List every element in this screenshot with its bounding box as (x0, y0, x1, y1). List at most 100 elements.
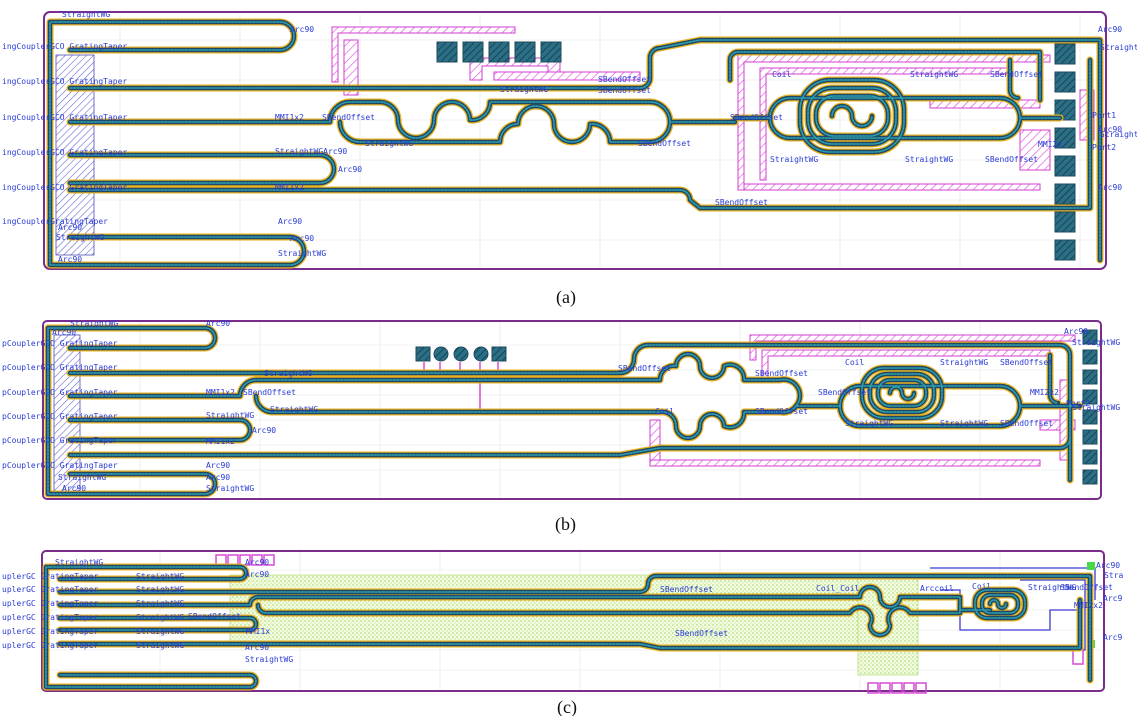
label: ingCouplerGCO GratingTaper (2, 183, 127, 192)
label: ingCouplerGCO GratingTaper (2, 42, 127, 51)
label: uplerGC GratingTaper (2, 585, 99, 594)
label: SBendOffset (675, 629, 728, 638)
label: Arc90 (1064, 327, 1088, 336)
panel-a-frame (43, 11, 1107, 270)
label: Coil (772, 70, 791, 79)
label: MMI1x2 (275, 113, 304, 122)
label: SBendOffset (755, 369, 808, 378)
label: Arc90 (206, 319, 230, 328)
label: uplerGC GratingTaper (2, 641, 99, 650)
panel-c-frame (41, 550, 1105, 692)
label: Stra (1104, 571, 1123, 580)
label: pCouplerGCO GratingTaper (2, 412, 118, 421)
label: ingCouplerGCO GratingTaper (2, 148, 127, 157)
label: StraightWG (270, 405, 318, 414)
label: Coil_Coil (816, 584, 860, 593)
label: StraightWG (62, 10, 110, 19)
label: Arc90 (1098, 25, 1122, 34)
label: Arc90 (58, 223, 82, 232)
label: SBendOffset (322, 113, 375, 122)
label: StraightWG (136, 585, 184, 594)
label: SBendOffset (730, 113, 783, 122)
panel-c-labels: StraightWG uplerGC GratingTaper uplerGC … (2, 558, 1123, 664)
label: uplerGC GratingTaper (2, 599, 99, 608)
label: StraightWG (58, 473, 106, 482)
label: StraightWG (1028, 583, 1076, 592)
waveguide-layer (47, 327, 1081, 495)
label: Arc9 (1103, 594, 1122, 603)
label: Arc90 (206, 473, 230, 482)
panel-a-waveguides (46, 18, 1104, 269)
label: SBendOffset (243, 388, 296, 397)
label: MMI1x2 (206, 388, 235, 397)
label: Arccoil (920, 584, 954, 593)
label: SBendOffset (1000, 358, 1053, 367)
label: Arc90 (1098, 183, 1122, 192)
label: SBendOffset (660, 585, 713, 594)
label: Arc90 (1096, 561, 1120, 570)
panel-a-pads-top (436, 41, 562, 63)
label: MMI2x (1038, 140, 1062, 149)
label: SBendOffset (818, 388, 871, 397)
label: MMI2x2 (1074, 601, 1103, 610)
panel-b-pads-right (1082, 329, 1098, 485)
label: Coil (972, 582, 991, 591)
label: SBendOffset (715, 198, 768, 207)
label: Arc90 (252, 426, 276, 435)
label: StraightWG (70, 319, 118, 328)
label: StraightWG (56, 233, 104, 242)
label: Coil (655, 407, 674, 416)
label: StraightWG (136, 641, 184, 650)
label: SBendOffset (638, 139, 691, 148)
label: StraightWG (1072, 338, 1120, 347)
label: uplerGC GratingTaper (2, 572, 99, 581)
label: StraightWG (845, 419, 893, 428)
label: pCouplerGCO GratingTaper (2, 388, 118, 397)
label: Arc90 (290, 234, 314, 243)
label: StraightWG (910, 70, 958, 79)
label: StraightWG (206, 484, 254, 493)
label: pCouplerGCO GratingTaper (2, 461, 118, 470)
label: pCouplerGCO GratingTaper (2, 339, 118, 348)
label: StraightWG (55, 558, 103, 567)
label: SBendOffset (618, 364, 671, 373)
caption-b: (b) (555, 514, 576, 535)
label: SBendOffset (598, 86, 651, 95)
label: StraightWG (264, 369, 312, 378)
label: SBendOffset (985, 155, 1038, 164)
label: ingCouplerGCO GratingTaper (2, 113, 127, 122)
label: StraightWG (770, 155, 818, 164)
label: StraightWG (940, 419, 988, 428)
label: MMI2x2 (1030, 388, 1059, 397)
label: StraightWG (136, 572, 184, 581)
panel-c-waveguides (42, 563, 1094, 691)
label: MMI1x (246, 627, 270, 636)
label: Coil (845, 358, 864, 367)
label: Straight (1100, 130, 1137, 139)
label: StraightWG (500, 85, 548, 94)
label: Arc9 (1103, 633, 1122, 642)
label: MMI1x2 (206, 437, 235, 446)
label: StraightWG (905, 155, 953, 164)
label: StraightWG (278, 249, 326, 258)
label: Arc90 (206, 461, 230, 470)
label: MMI1x2 (275, 183, 304, 192)
label: StraightWG (136, 613, 184, 622)
label: Arc90 (58, 255, 82, 264)
label: SBendOffset (755, 407, 808, 416)
label: Port1 (1092, 111, 1116, 120)
label: StraightWGArc90 (275, 147, 347, 156)
label: StraightWG (245, 655, 293, 664)
caption-c: (c) (557, 697, 577, 716)
label: Arc90 (245, 643, 269, 652)
label: Port2 (1066, 399, 1090, 408)
label: SBendOffset (598, 75, 651, 84)
label: StraightWG (136, 599, 184, 608)
label: Arc90 (1098, 125, 1122, 134)
label: Arc90 (52, 328, 76, 337)
label: Arc90 (278, 217, 302, 226)
label: uplerGC GratingTaper (2, 627, 99, 636)
panel-b-frame (42, 320, 1102, 500)
label: Straight (1100, 43, 1137, 52)
